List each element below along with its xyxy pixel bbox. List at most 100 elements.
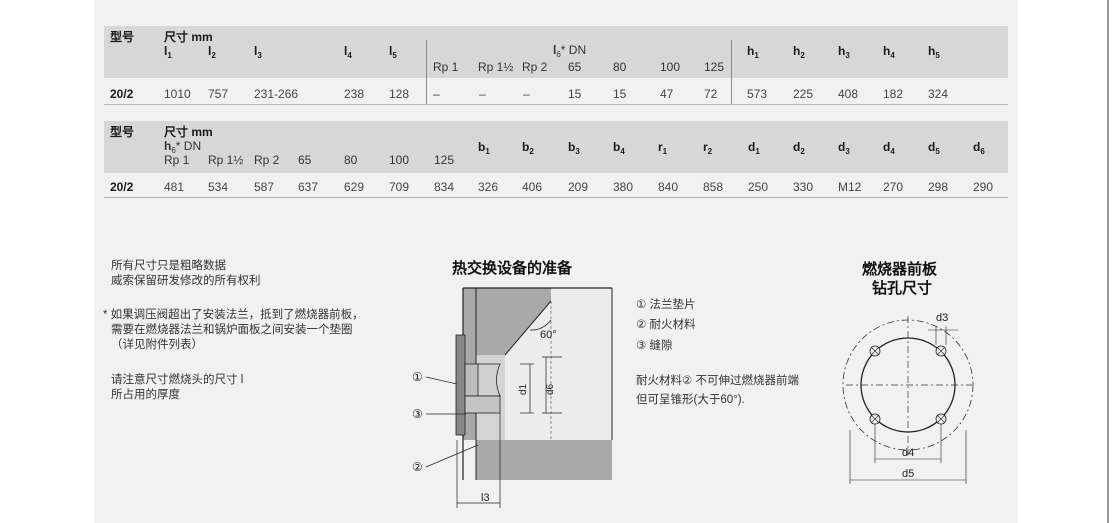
table1-col-h3: h3 [838, 44, 850, 60]
table2-subcol: 65 [298, 153, 312, 167]
table2-cell: 840 [658, 180, 679, 194]
table1-separator-right [731, 40, 732, 104]
burner-lower [464, 395, 501, 414]
table1-subcol: Rp 1 [433, 60, 459, 74]
angle-label: 60° [540, 329, 557, 341]
table2-col-d4: d4 [883, 140, 895, 156]
table1-col-h2: h2 [793, 44, 805, 60]
drilling-title: 燃烧器前板 [862, 261, 938, 278]
table1-col-l5: l5 [389, 44, 397, 60]
table2-cell: 330 [793, 180, 814, 194]
d4-label: d4 [902, 447, 914, 459]
table1-subcol: 125 [704, 60, 725, 74]
table2-col-h6: h6* DN [164, 139, 202, 155]
table2-col-d1: d1 [748, 140, 760, 156]
table2-col-b3: b3 [568, 140, 580, 156]
table2-row-divider [104, 197, 1008, 198]
table2-subcol: 100 [389, 153, 410, 167]
callout-2: ② [412, 460, 423, 474]
table1-subcol: 80 [613, 60, 627, 74]
l3-label: l3 [481, 492, 490, 504]
footnote-line: 需要在燃烧器法兰和锅炉面板之间安装一个垫圈 [111, 324, 353, 336]
table2-model-value: 20/2 [110, 180, 134, 194]
legend-item: ① 法兰垫片 [636, 299, 696, 311]
table1-cell: 72 [704, 87, 718, 101]
table2-col-d3: d3 [838, 140, 850, 156]
d3-label: d3 [936, 312, 948, 324]
table2-model-header: 型号 [110, 125, 135, 139]
table2-col-d6: d6 [973, 140, 985, 156]
bolt-hole-crosses [870, 346, 946, 424]
table1-header-band [104, 26, 1008, 78]
table2-subcol: 80 [344, 153, 358, 167]
table1-cell: 15 [568, 87, 582, 101]
table1-row-divider [104, 104, 1008, 105]
table2-subcol: Rp 2 [254, 153, 280, 167]
table2-cell: 481 [164, 180, 185, 194]
legend-remark: 但可呈锥形(大于60°). [636, 394, 745, 406]
attention-line: 所占用的厚度 [111, 389, 180, 401]
table2-cell: 250 [748, 180, 769, 194]
table2-cell: 709 [389, 180, 410, 194]
callout-leader [425, 376, 458, 385]
table1-cell: 182 [883, 87, 904, 101]
table2-cell: 834 [434, 180, 455, 194]
legend-remark: 耐火材料② 不可伸过燃烧器前端 [636, 375, 800, 387]
table1-dim-header: 尺寸 mm [164, 30, 213, 44]
table2-subcol: 125 [434, 153, 455, 167]
table1-cell: 47 [660, 87, 674, 101]
attention-line: 请注意尺寸燃烧头的尺寸 l [111, 374, 244, 386]
table1-col-l3: l3 [254, 44, 262, 60]
table2-cell: 290 [973, 180, 994, 194]
table1-subcol: 65 [568, 60, 582, 74]
table2-cell: 209 [568, 180, 589, 194]
page-edge-rule [1107, 0, 1109, 523]
table1-cell: 757 [208, 87, 229, 101]
table1-cell: – [479, 87, 486, 101]
table2-header-band [104, 121, 1008, 173]
table1-col-l6: l6* DN [553, 43, 587, 59]
d5-label: d5 [902, 468, 914, 480]
table1-cell: 408 [838, 87, 859, 101]
table2-cell: M12 [838, 180, 862, 194]
table2-col-r1: r1 [658, 140, 668, 156]
table1-col-h1: h1 [747, 44, 759, 60]
cone-edge [504, 300, 552, 356]
table1-model-header: 型号 [110, 30, 135, 44]
table1-subcol: Rp 2 [522, 60, 548, 74]
table2-cell: 534 [208, 180, 229, 194]
d6-label: d6 [545, 383, 556, 395]
table2-cell: 858 [703, 180, 724, 194]
table2-subcol: Rp 1½ [208, 153, 244, 167]
table2-cell: 629 [344, 180, 365, 194]
drilling-subtitle: 钻孔尺寸 [872, 280, 933, 297]
table2-subcol: Rp 1 [164, 153, 190, 167]
table1-col-l2: l2 [208, 44, 216, 60]
table2-col-b1: b1 [478, 140, 490, 156]
table1-col-l4: l4 [344, 44, 352, 60]
legend-item: ③ 缝隙 [636, 340, 673, 352]
callout-leader [425, 444, 479, 468]
table1-cell: 15 [613, 87, 627, 101]
table2-col-d2: d2 [793, 140, 805, 156]
table1-cell: 231-266 [254, 87, 299, 101]
table1-cell: 573 [747, 87, 768, 101]
table2-col-b4: b4 [613, 140, 625, 156]
callout-3: ③ [412, 407, 423, 421]
table1-col-h5: h5 [928, 44, 940, 60]
table2-cell: 637 [298, 180, 319, 194]
table2-cell: 298 [928, 180, 949, 194]
table1-cell: 324 [928, 87, 949, 101]
table1-cell: – [523, 87, 530, 101]
table1-subcol: Rp 1½ [478, 60, 514, 74]
heat-exchanger-title: 热交换设备的准备 [452, 260, 573, 277]
table1-cell: 238 [344, 87, 365, 101]
table1-cell: 225 [793, 87, 814, 101]
legend-item: ② 耐火材料 [636, 319, 696, 331]
table1-col-l1: l1 [164, 44, 172, 60]
callout-1: ① [412, 370, 423, 384]
table1-separator-left [426, 40, 427, 104]
table2-dim-header: 尺寸 mm [164, 125, 213, 139]
